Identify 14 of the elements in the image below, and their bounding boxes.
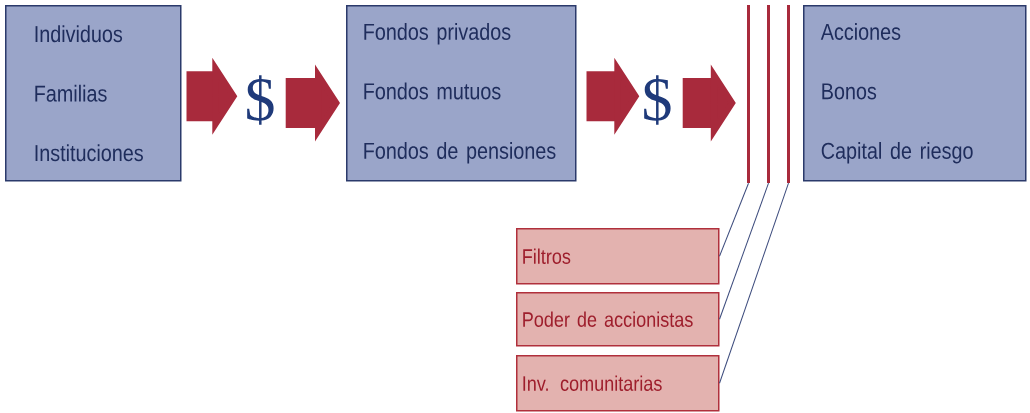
- leader-line: [719, 182, 749, 257]
- criteria-box: Poder de accionistas: [516, 292, 720, 347]
- group-box: Acciones Bonos Capital de riesgo: [803, 5, 1027, 182]
- dollar-sign: $: [247, 75, 274, 125]
- leader-line: [719, 182, 769, 320]
- criteria-box: Inv. comunitarias: [516, 355, 720, 412]
- filter-line: [767, 5, 770, 183]
- group-box: Fondos privados Fondos mutuos Fondos de pensiones: [346, 5, 577, 182]
- filter-line: [787, 5, 790, 183]
- dollar-sign: $: [644, 75, 671, 125]
- filter-line: [747, 5, 750, 183]
- criteria-box: Filtros: [516, 228, 720, 285]
- leader-line: [719, 182, 789, 384]
- group-box: Individuos Familias Instituciones: [5, 5, 182, 182]
